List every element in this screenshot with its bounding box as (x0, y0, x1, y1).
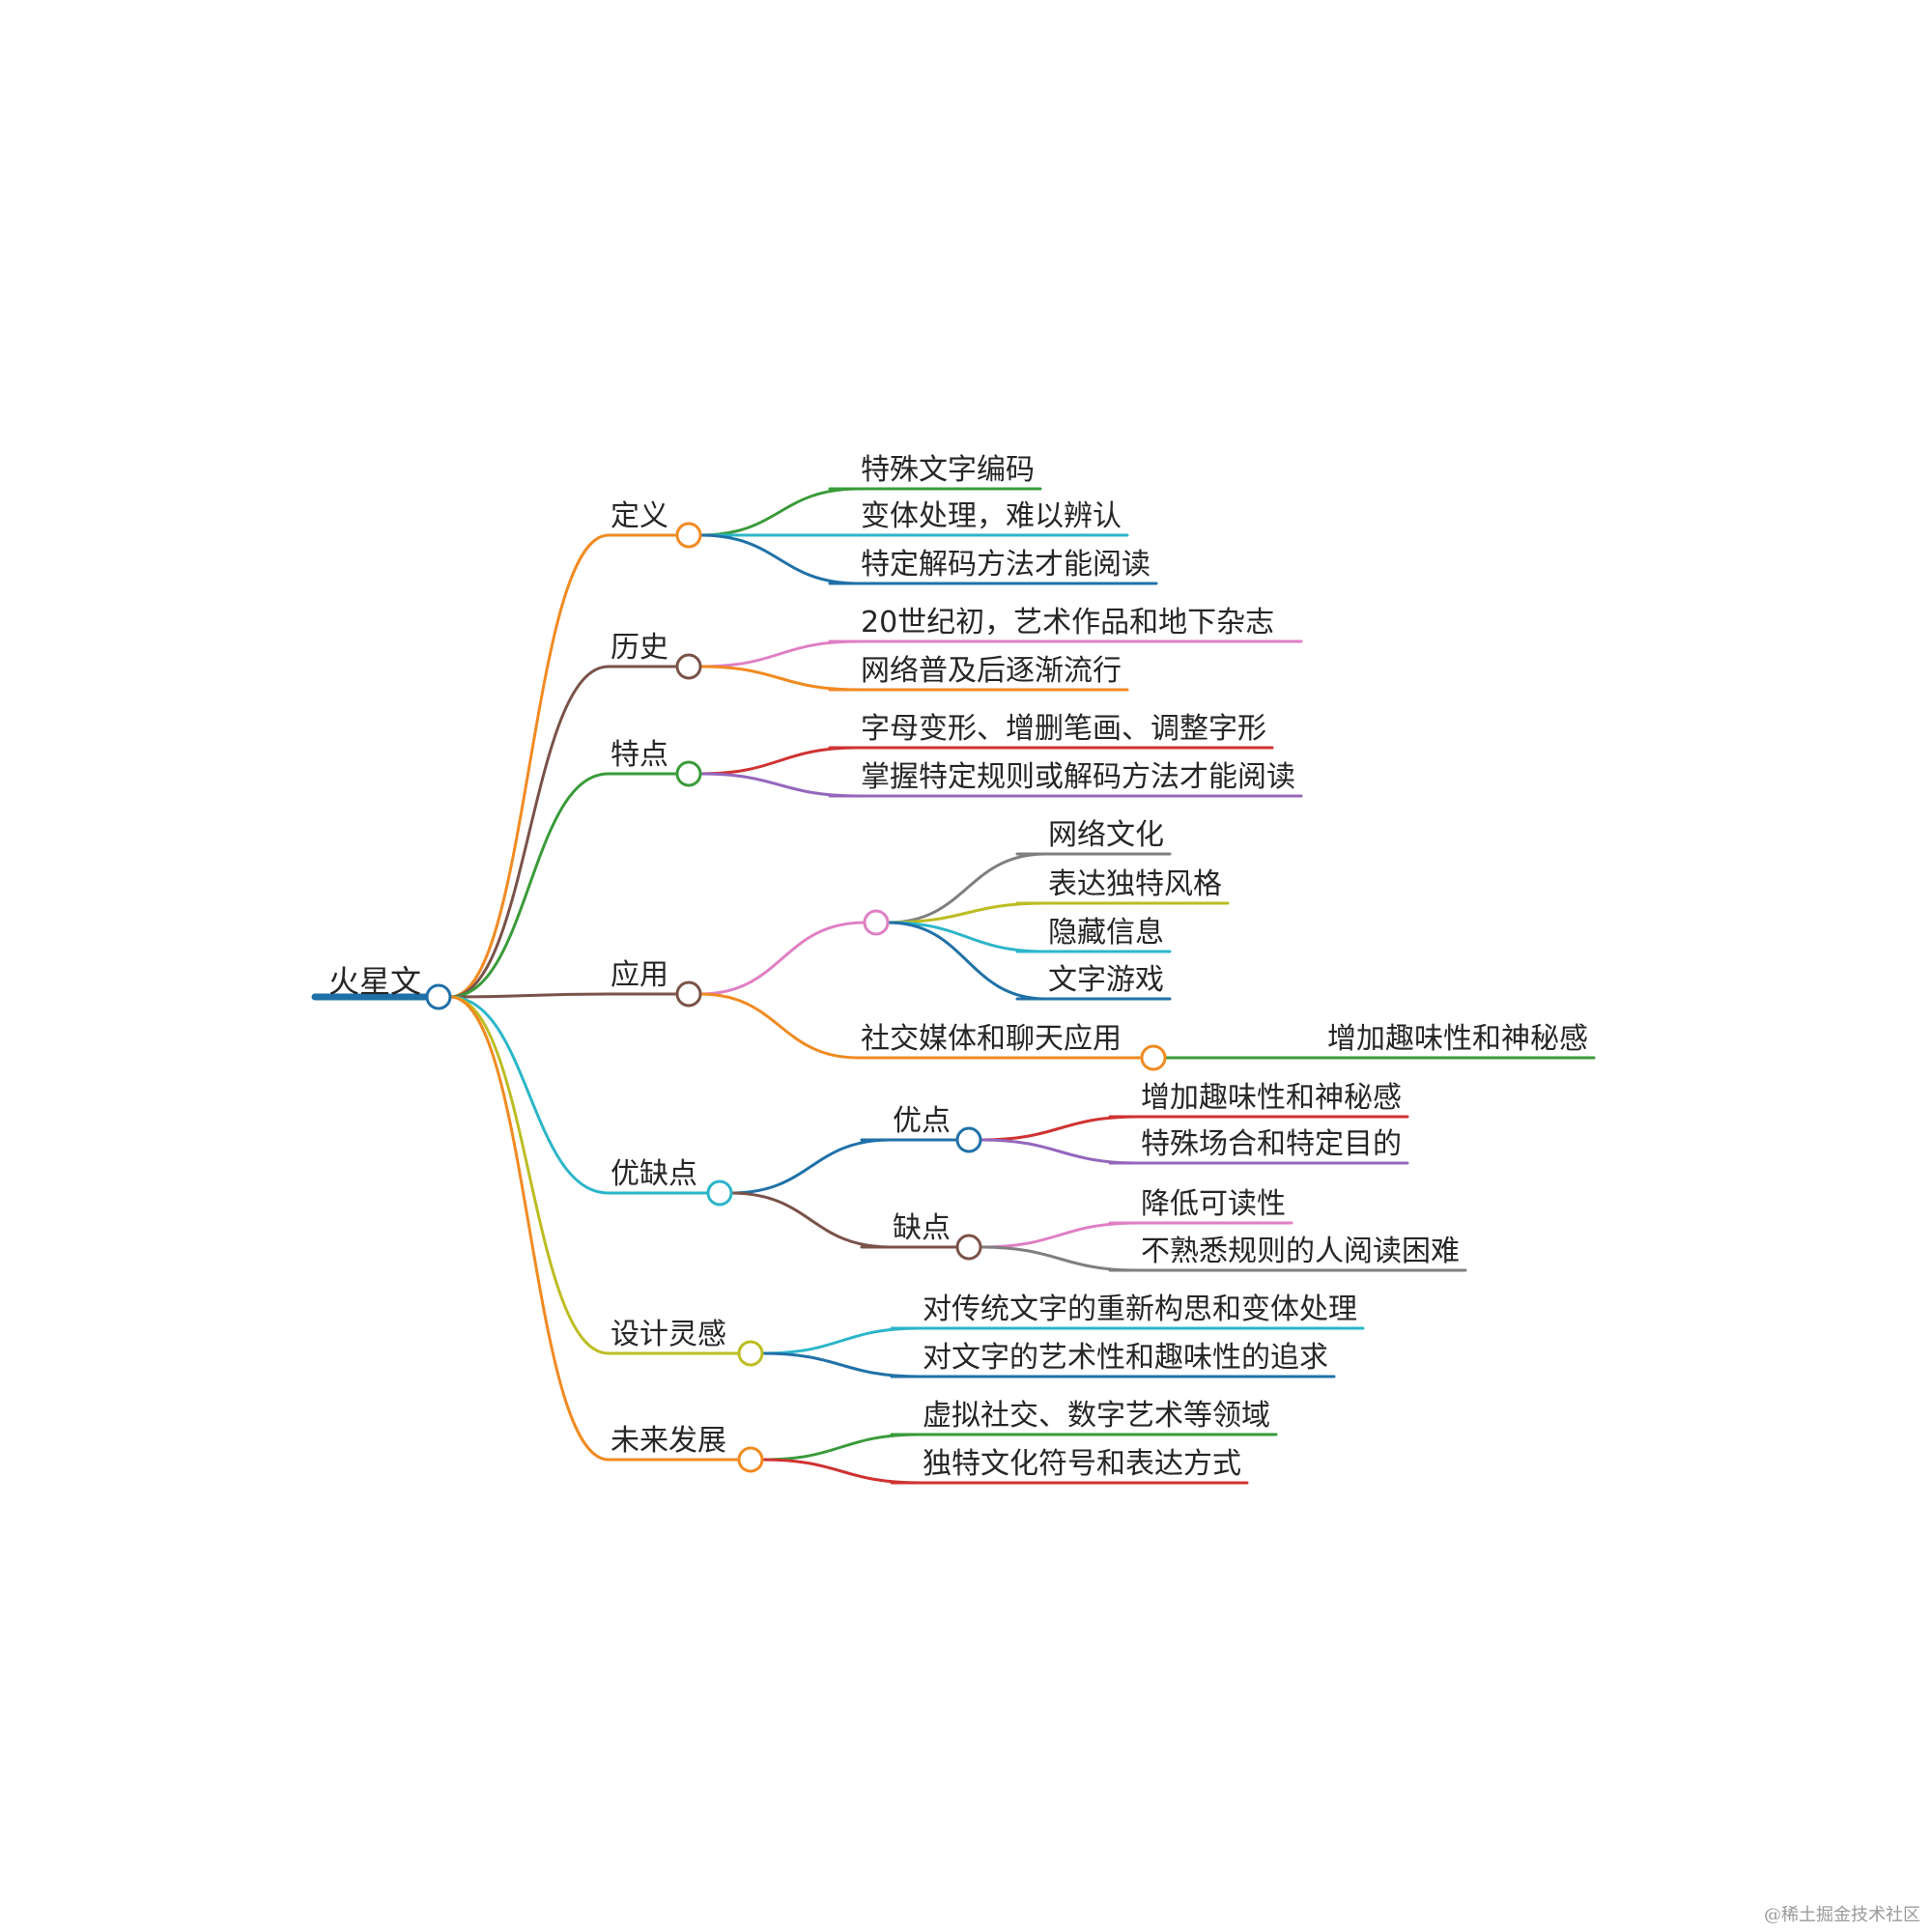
leaf-label-0-1: 变体处理，难以辨认 (861, 499, 1122, 533)
branch-node-5[interactable] (737, 1340, 764, 1367)
group-leaf-label-0: 网络文化 (1048, 818, 1164, 852)
leaf-label-6-0: 虚拟社交、数字艺术等领域 (923, 1399, 1270, 1433)
sub-label-1: 缺点 (893, 1211, 951, 1245)
branch-label-5: 设计灵感 (611, 1318, 726, 1351)
branch-node-0[interactable] (675, 522, 702, 549)
branch-label-6: 未来发展 (611, 1424, 726, 1458)
group-leaf-connector-2 (886, 921, 1048, 953)
branch-label-0: 定义 (611, 499, 668, 533)
branch-label-2: 特点 (611, 738, 668, 772)
group-connector (698, 921, 867, 996)
leaf-connector-4-0-1 (979, 1138, 1141, 1165)
group-leaf-connector-3 (886, 921, 1048, 1001)
leaf-connector-0-2 (698, 533, 861, 585)
branch-node-1[interactable] (675, 653, 702, 680)
leaf-label-4-1-1: 不熟悉规则的人阅读困难 (1141, 1235, 1460, 1268)
sub-connector-0 (729, 1138, 893, 1195)
group-leaf-label-1: 表达独特风格 (1048, 867, 1222, 901)
branch-connector-2 (448, 772, 611, 999)
leaf-connector-4-0-0 (979, 1115, 1141, 1142)
sub-label-0: 优点 (893, 1104, 951, 1138)
leaf-label-social: 增加趣味性和神秘感 (1327, 1022, 1588, 1056)
leaf-label-6-1: 独特文化符号和表达方式 (923, 1447, 1241, 1481)
root-label: 火星文 (328, 963, 422, 1000)
leaf-connector-2-1 (698, 772, 861, 798)
root-node[interactable] (425, 983, 452, 1010)
branch-connector-3 (448, 992, 611, 999)
branch-label-1: 历史 (611, 631, 668, 665)
leaf-label-5-0: 对传统文字的重新构思和变体处理 (923, 1293, 1357, 1326)
leaf-connector-6-0 (760, 1433, 923, 1462)
branch-label-3: 应用 (611, 958, 668, 992)
group-leaf-label-2: 隐藏信息 (1048, 916, 1164, 950)
leaf-label-0-0: 特殊文字编码 (861, 453, 1035, 487)
sub-connector-1 (729, 1191, 893, 1249)
leaf-connector-5-1 (760, 1351, 923, 1378)
sub-label-social: 社交媒体和聊天应用 (861, 1022, 1122, 1056)
leaf-label-4-0-0: 增加趣味性和神秘感 (1141, 1081, 1402, 1115)
underlines (311, 487, 1596, 1485)
group-node[interactable] (863, 909, 890, 936)
watermark: @稀土掘金技术社区 (1764, 1905, 1920, 1925)
leaf-connector-4-1-1 (979, 1245, 1141, 1272)
leaf-connector-4-1-0 (979, 1221, 1141, 1249)
leaf-label-1-0: 20世纪初，艺术作品和地下杂志 (861, 606, 1275, 639)
branch-connector-4 (448, 995, 611, 1195)
branch-connector-5 (448, 995, 611, 1355)
branch-connector-6 (448, 995, 611, 1462)
branch-connector-0 (448, 533, 611, 999)
node-circles (425, 522, 1167, 1473)
sub-node-social[interactable] (1140, 1044, 1167, 1071)
sub-connector-social (698, 992, 861, 1060)
leaf-label-2-0: 字母变形、增删笔画、调整字形 (861, 712, 1266, 746)
group-leaf-label-3: 文字游戏 (1048, 963, 1164, 997)
leaf-label-5-1: 对文字的艺术性和趣味性的追求 (923, 1341, 1328, 1375)
branch-node-4[interactable] (706, 1179, 733, 1207)
leaf-label-0-2: 特定解码方法才能阅读 (861, 548, 1151, 582)
leaf-connector-6-1 (760, 1458, 923, 1485)
leaf-label-4-0-1: 特殊场合和特定目的 (1141, 1127, 1402, 1161)
sub-node-1[interactable] (955, 1234, 982, 1261)
leaf-label-2-1: 掌握特定规则或解码方法才能阅读 (861, 760, 1295, 794)
leaf-label-1-1: 网络普及后逐渐流行 (861, 654, 1122, 688)
leaf-label-4-1-0: 降低可读性 (1141, 1187, 1286, 1221)
branch-label-4: 优缺点 (611, 1157, 697, 1191)
leaf-connector-2-0 (698, 746, 861, 776)
leaf-connector-5-0 (760, 1326, 923, 1355)
group-leaf-connector-0 (886, 852, 1048, 924)
leaf-connector-1-0 (698, 639, 861, 668)
branch-connector-1 (448, 665, 611, 999)
sub-node-0[interactable] (955, 1126, 982, 1153)
branch-node-6[interactable] (737, 1446, 764, 1473)
branch-node-3[interactable] (675, 980, 702, 1008)
leaf-connector-0-0 (698, 487, 861, 537)
branch-node-2[interactable] (675, 760, 702, 787)
leaf-connector-1-1 (698, 665, 861, 692)
